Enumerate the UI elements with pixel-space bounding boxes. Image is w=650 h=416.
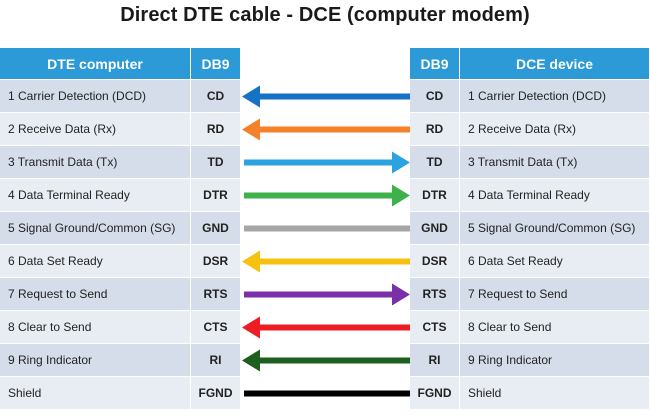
dte-pin-name: CTS [191, 311, 241, 344]
dte-signal-description: 9 Ring Indicator [0, 344, 191, 377]
dte-row: 2 Receive Data (Rx)RD [0, 113, 241, 146]
dte-row: 3 Transmit Data (Tx)TD [0, 146, 241, 179]
dce-device-header: DCE device [460, 48, 650, 80]
dte-signal-description: 3 Transmit Data (Tx) [0, 146, 191, 179]
dte-pin-name: RTS [191, 278, 241, 311]
dce-pin-name: RI [410, 344, 460, 377]
arrowhead [242, 250, 260, 273]
dte-signal-description: 2 Receive Data (Rx) [0, 113, 191, 146]
signal-arrow [242, 85, 410, 108]
dte-signal-description: 8 Clear to Send [0, 311, 191, 344]
dte-signal-description: 6 Data Set Ready [0, 245, 191, 278]
dce-db9-header: DB9 [410, 48, 460, 80]
dte-pin-name: CD [191, 80, 241, 113]
dte-pin-name: GND [191, 212, 241, 245]
signal-arrow [244, 283, 410, 306]
dce-signal-description: 7 Request to Send [460, 278, 650, 311]
signal-arrow [242, 316, 410, 339]
arrowhead [392, 151, 410, 174]
dte-pin-name: FGND [191, 377, 241, 410]
arrowhead [392, 283, 410, 306]
dte-pin-name: RD [191, 113, 241, 146]
dte-pin-name: DSR [191, 245, 241, 278]
signal-arrow [242, 349, 410, 372]
dce-pin-name: FGND [410, 377, 460, 410]
dce-pin-name: RD [410, 113, 460, 146]
dce-signal-description: 3 Transmit Data (Tx) [460, 146, 650, 179]
arrowhead [242, 85, 260, 108]
dte-pin-name: DTR [191, 179, 241, 212]
dte-signal-description: Shield [0, 377, 191, 410]
dce-pin-name: CTS [410, 311, 460, 344]
dte-header-row: DTE computer DB9 [0, 48, 241, 80]
dte-pin-name: RI [191, 344, 241, 377]
dte-db9-header: DB9 [191, 48, 241, 80]
dce-signal-description: Shield [460, 377, 650, 410]
dce-pin-name: RTS [410, 278, 460, 311]
dce-pin-name: GND [410, 212, 460, 245]
dce-signal-description: 5 Signal Ground/Common (SG) [460, 212, 650, 245]
dte-signal-description: 4 Data Terminal Ready [0, 179, 191, 212]
arrowhead [392, 184, 410, 207]
dte-signal-description: 1 Carrier Detection (DCD) [0, 80, 191, 113]
dce-signal-description: 2 Receive Data (Rx) [460, 113, 650, 146]
dce-header-row: DB9 DCE device [410, 48, 650, 80]
dte-row: 1 Carrier Detection (DCD)CD [0, 80, 241, 113]
signal-arrow [242, 118, 410, 141]
dce-pin-name: TD [410, 146, 460, 179]
arrowhead [242, 316, 260, 339]
dce-signal-description: 1 Carrier Detection (DCD) [460, 80, 650, 113]
dce-signal-description: 8 Clear to Send [460, 311, 650, 344]
dce-signal-description: 6 Data Set Ready [460, 245, 650, 278]
dce-signal-description: 4 Data Terminal Ready [460, 179, 650, 212]
dte-row: 5 Signal Ground/Common (SG)GND [0, 212, 241, 245]
signal-arrow [244, 184, 410, 207]
dte-table: DTE computer DB9 1 Carrier Detection (DC… [0, 48, 241, 410]
diagram-title: Direct DTE cable - DCE (computer modem) [120, 4, 530, 26]
dce-pin-name: CD [410, 80, 460, 113]
dce-signal-description: 9 Ring Indicator [460, 344, 650, 377]
dte-signal-description: 5 Signal Ground/Common (SG) [0, 212, 191, 245]
dte-computer-header: DTE computer [0, 48, 191, 80]
arrowhead [242, 118, 260, 141]
dce-pin-name: DTR [410, 179, 460, 212]
signal-arrows [242, 85, 410, 397]
dte-pin-name: TD [191, 146, 241, 179]
signal-arrow [244, 151, 410, 174]
dce-pin-name: DSR [410, 245, 460, 278]
signal-arrow [242, 250, 410, 273]
arrowhead [242, 349, 260, 372]
dte-signal-description: 7 Request to Send [0, 278, 191, 311]
